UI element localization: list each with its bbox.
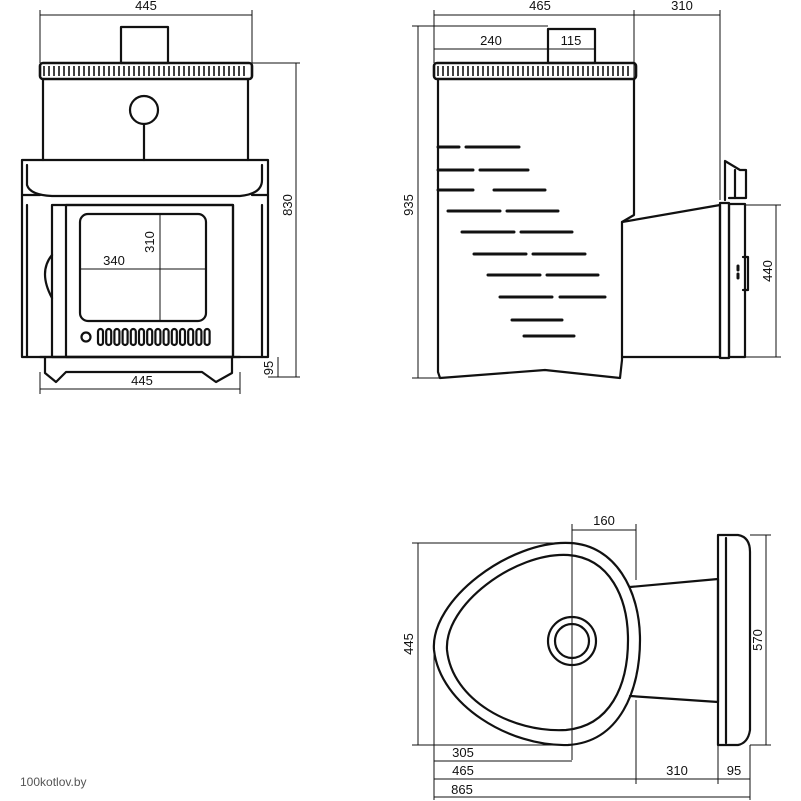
air-vent-slot <box>146 327 154 347</box>
label-plan-body-depth: 465 <box>452 763 474 778</box>
side-convection-slots <box>436 145 607 338</box>
label-front-width-bottom: 445 <box>131 373 153 388</box>
side-feed-latch <box>741 255 750 292</box>
label-side-feed-height: 440 <box>760 260 775 282</box>
plan-body-inner <box>445 553 630 732</box>
label-leg-height: 95 <box>261 361 276 375</box>
air-vent-slot <box>195 327 203 347</box>
air-vent-slot <box>203 327 211 347</box>
side-feed-frame <box>718 201 731 360</box>
label-side-height: 935 <box>401 194 416 216</box>
front-side-handle <box>43 253 54 300</box>
air-vent-slot <box>137 327 146 347</box>
label-plan-total: 865 <box>451 782 473 797</box>
air-vent-slot <box>154 327 162 347</box>
label-glass-width: 340 <box>103 253 125 268</box>
air-vent-slot <box>178 327 187 347</box>
label-front-width-top: 445 <box>135 0 157 13</box>
front-rim-knurling <box>43 66 245 76</box>
label-front-height: 830 <box>280 194 295 216</box>
label-side-width-body: 465 <box>529 0 551 13</box>
label-plan-body-width: 445 <box>401 633 416 655</box>
air-vent-slot <box>187 327 195 347</box>
label-plan-feed-depth: 310 <box>666 763 688 778</box>
side-feed-tunnel <box>620 203 722 359</box>
front-door-knob <box>80 331 92 343</box>
front-shoulder <box>20 158 270 197</box>
plan-feed-frame <box>716 533 752 747</box>
plan-body-outer <box>432 541 642 747</box>
side-view: 465 310 240 115 935 440 <box>401 0 781 380</box>
front-door-glass <box>78 212 208 323</box>
label-side-chimney-diameter: 115 <box>561 33 582 48</box>
air-vent-slot <box>105 327 113 347</box>
side-top-rim <box>432 61 638 81</box>
side-rim-knurling <box>437 66 629 76</box>
plan-feed-tunnel <box>628 577 720 704</box>
side-feed-door <box>727 202 747 359</box>
air-vent-slot <box>129 327 137 347</box>
label-plan-chimney-offset: 160 <box>593 513 615 528</box>
air-vent-slot <box>170 327 178 347</box>
front-air-vents <box>96 327 211 347</box>
air-vent-slot <box>113 327 121 347</box>
front-chimney <box>119 25 170 65</box>
air-vent-slot <box>96 327 105 347</box>
label-plan-center-offset: 305 <box>452 745 474 760</box>
label-plan-frame-depth: 95 <box>727 763 741 778</box>
front-view: 445 340 310 830 95 445 <box>20 0 300 394</box>
front-shoulder-curve <box>25 163 264 198</box>
front-tank-body <box>41 77 250 162</box>
front-door-inner <box>64 203 235 359</box>
front-top-rim <box>38 61 254 81</box>
front-tank-fitting <box>128 94 160 126</box>
side-body <box>436 77 636 380</box>
label-glass-height: 310 <box>142 231 157 253</box>
side-door-spigot <box>723 159 748 202</box>
plan-view: 160 445 570 305 465 310 95 865 <box>401 513 771 800</box>
air-vent-slot <box>162 327 170 347</box>
air-vent-slot <box>121 327 129 347</box>
label-side-feed-depth: 310 <box>671 0 693 13</box>
watermark: 100kotlov.by <box>20 775 87 789</box>
label-side-chimney-offset: 240 <box>480 33 502 48</box>
front-base <box>43 355 234 384</box>
label-plan-frame-height: 570 <box>750 629 765 651</box>
